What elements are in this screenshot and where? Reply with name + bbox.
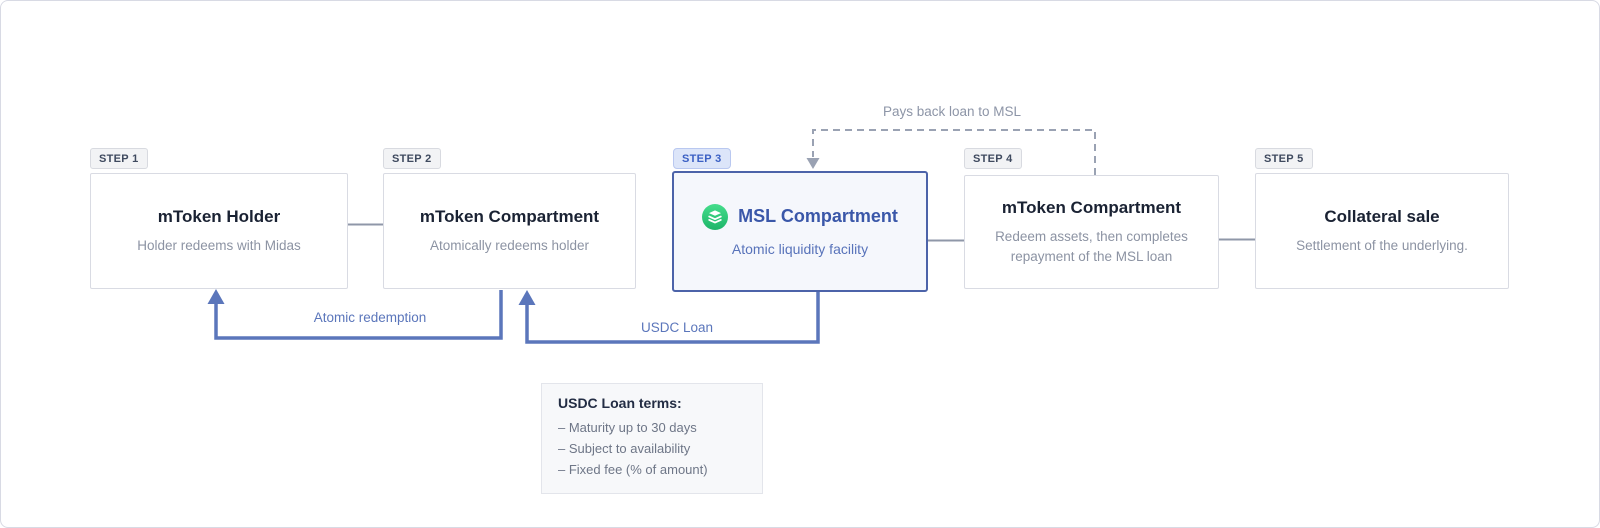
atomic-redemption-label: Atomic redemption	[313, 310, 427, 325]
arrow-down-icon	[806, 158, 820, 169]
step-3-subtitle: Atomic liquidity facility	[731, 240, 869, 257]
step-2-title: mToken Compartment	[419, 206, 600, 226]
pays-back-dashed-arrow	[806, 129, 1096, 175]
step-1-title: mToken Holder	[157, 206, 281, 226]
msl-title-row: MSL Compartment	[702, 203, 898, 230]
step-4-subtitle: Redeem assets, then completes repayment …	[995, 228, 1188, 264]
step-4-box: mToken Compartment Redeem assets, then c…	[964, 175, 1219, 289]
step-4-title: mToken Compartment	[1001, 197, 1182, 217]
loan-terms-item: – Subject to availability	[558, 441, 691, 456]
usdc-loan-label: USDC Loan	[640, 320, 714, 335]
step-1-subtitle: Holder redeems with Midas	[137, 237, 301, 253]
arrow-up-icon	[518, 290, 536, 305]
loan-terms-item: – Fixed fee (% of amount)	[558, 462, 708, 477]
step-4-badge: STEP 4	[964, 148, 1022, 169]
step-2-box: mToken Compartment Atomically redeems ho…	[383, 173, 636, 289]
arrow-up-icon	[207, 289, 225, 304]
pays-back-loan-label: Pays back loan to MSL	[882, 104, 1022, 119]
step-5-subtitle: Settlement of the underlying.	[1296, 237, 1468, 253]
step-1-badge: STEP 1	[90, 148, 148, 169]
step-3-title: MSL Compartment	[738, 206, 898, 227]
step-1-box: mToken Holder Holder redeems with Midas	[90, 173, 348, 289]
loan-terms-title: USDC Loan terms:	[558, 395, 682, 411]
loan-terms-item: – Maturity up to 30 days	[558, 420, 697, 435]
midas-layers-icon	[702, 203, 729, 230]
step-5-badge: STEP 5	[1255, 148, 1313, 169]
step-2-subtitle: Atomically redeems holder	[429, 237, 590, 253]
step-5-box: Collateral sale Settlement of the underl…	[1255, 173, 1509, 289]
step-5-title: Collateral sale	[1324, 206, 1440, 226]
step-3-badge: STEP 3	[673, 148, 731, 169]
usdc-loan-terms-box: USDC Loan terms: – Maturity up to 30 day…	[541, 383, 763, 494]
step-2-badge: STEP 2	[383, 148, 441, 169]
step-3-box-msl-compartment: MSL Compartment Atomic liquidity facilit…	[672, 171, 928, 292]
